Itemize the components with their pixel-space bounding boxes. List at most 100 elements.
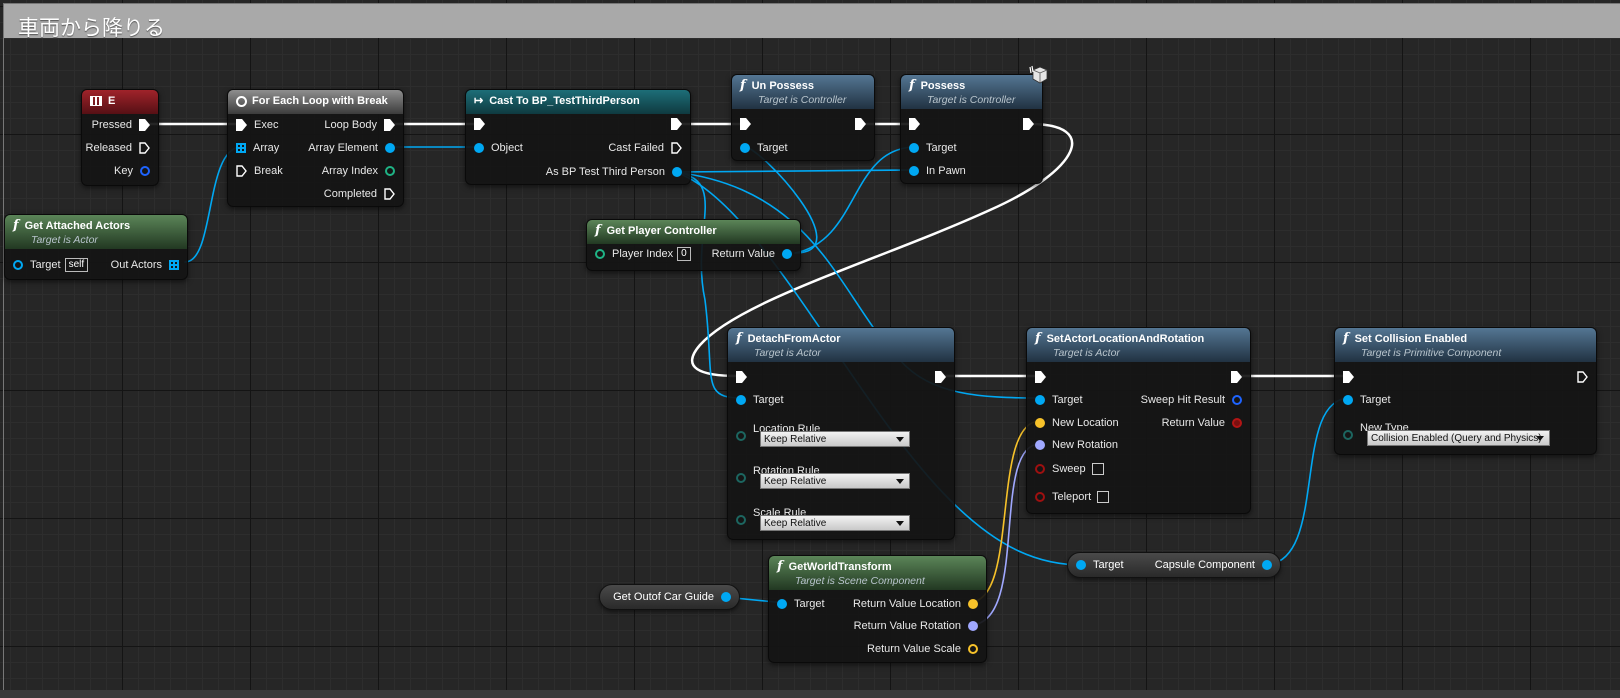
- object-pin-icon[interactable]: [909, 166, 919, 176]
- exec-pin-icon[interactable]: [236, 165, 247, 177]
- exec-pin-icon[interactable]: [671, 142, 682, 154]
- exec-pin-icon[interactable]: [736, 371, 747, 383]
- enum-pin-icon[interactable]: [736, 473, 746, 483]
- exec-pin-icon[interactable]: [909, 118, 920, 130]
- object-pin-icon[interactable]: [782, 249, 792, 259]
- exec-pin-icon[interactable]: [671, 118, 682, 130]
- object-pin-icon[interactable]: [1343, 395, 1353, 405]
- exec-pin-icon[interactable]: [236, 119, 247, 131]
- object-pin-icon[interactable]: [909, 143, 919, 153]
- pin-return-value-rotation[interactable]: Return Value Rotation: [854, 619, 978, 633]
- pin-completed[interactable]: Completed: [324, 187, 395, 201]
- player-index-value[interactable]: 0: [677, 247, 691, 261]
- exec-pin-icon[interactable]: [1231, 371, 1242, 383]
- object-pin-icon[interactable]: [474, 143, 484, 153]
- object-pin-icon[interactable]: [672, 167, 682, 177]
- pin-object[interactable]: Object: [474, 141, 523, 155]
- pin-loop-body[interactable]: Loop Body: [324, 118, 395, 132]
- exec-pin-icon[interactable]: [1577, 371, 1588, 383]
- pin-key[interactable]: Key: [114, 164, 150, 178]
- object-pin-icon[interactable]: [721, 592, 731, 602]
- target-self-value[interactable]: self: [64, 258, 89, 272]
- get-outof-car-guide-variable-node[interactable]: Get Outof Car Guide: [599, 584, 740, 610]
- enum-pin-icon[interactable]: [736, 515, 746, 525]
- object-pin-icon[interactable]: [740, 143, 750, 153]
- pin-target[interactable]: Target: [740, 141, 788, 155]
- pin-exec-in[interactable]: [740, 118, 751, 130]
- capsule-component-getter-node[interactable]: Target Capsule Component: [1067, 552, 1281, 578]
- object-pin-icon[interactable]: [736, 395, 746, 405]
- location-rule-dropdown[interactable]: Keep Relative: [760, 431, 910, 447]
- exec-pin-icon[interactable]: [384, 188, 395, 200]
- sweep-checkbox[interactable]: [1091, 463, 1104, 475]
- pin-exec-out[interactable]: [855, 118, 866, 130]
- pin-exec-out[interactable]: [1023, 118, 1034, 130]
- vector-pin-icon[interactable]: [1035, 418, 1045, 428]
- exec-pin-icon[interactable]: [139, 142, 150, 154]
- new-type-dropdown[interactable]: Collision Enabled (Query and Physics): [1367, 430, 1550, 446]
- boolean-pin-icon[interactable]: [1232, 418, 1242, 428]
- pin-exec-out[interactable]: [671, 118, 682, 130]
- exec-pin-icon[interactable]: [1023, 118, 1034, 130]
- scale-rule-dropdown[interactable]: Keep Relative: [760, 515, 910, 531]
- pin-target[interactable]: Target: [1035, 393, 1083, 407]
- object-pin-icon[interactable]: [1076, 560, 1086, 570]
- object-pin-icon[interactable]: [385, 143, 395, 153]
- pin-exec-in[interactable]: [1343, 371, 1354, 383]
- pin-break[interactable]: Break: [236, 164, 283, 178]
- struct-pin-icon[interactable]: [140, 166, 150, 176]
- pin-return-value[interactable]: Return Value: [712, 247, 792, 261]
- vector-pin-icon[interactable]: [968, 644, 978, 654]
- pin-return-value-location[interactable]: Return Value Location: [853, 597, 978, 611]
- object-pin-icon[interactable]: [1262, 560, 1272, 570]
- pin-return-value[interactable]: Return Value: [1162, 416, 1242, 430]
- for-each-loop-with-break-node[interactable]: For Each Loop with Break Exec Array Brea…: [227, 89, 404, 207]
- pin-exec-in[interactable]: [1035, 371, 1046, 383]
- pin-exec-in[interactable]: [474, 118, 485, 130]
- enum-pin-icon[interactable]: [1343, 430, 1353, 440]
- pin-out-actors[interactable]: Out Actors: [111, 258, 179, 272]
- object-pin-icon[interactable]: [1035, 395, 1045, 405]
- rotator-pin-icon[interactable]: [968, 621, 978, 631]
- exec-pin-icon[interactable]: [384, 119, 395, 131]
- pin-exec-out[interactable]: [1577, 371, 1588, 383]
- pin-new-location[interactable]: New Location: [1035, 416, 1119, 430]
- pin-array-index[interactable]: Array Index: [322, 164, 395, 178]
- teleport-checkbox[interactable]: [1097, 491, 1110, 503]
- exec-pin-icon[interactable]: [1343, 371, 1354, 383]
- object-pin-icon[interactable]: [13, 260, 23, 270]
- comment-header[interactable]: 車両から降りる: [4, 4, 1620, 40]
- boolean-pin-icon[interactable]: [1035, 464, 1045, 474]
- exec-pin-icon[interactable]: [139, 119, 150, 131]
- exec-pin-icon[interactable]: [1035, 371, 1046, 383]
- array-pin-icon[interactable]: [236, 143, 246, 153]
- boolean-pin-icon[interactable]: [1035, 492, 1045, 502]
- pin-released[interactable]: Released: [86, 141, 150, 155]
- pin-exec-out[interactable]: [935, 371, 946, 383]
- pin-as-bp-test-third-person[interactable]: As BP Test Third Person: [546, 165, 682, 179]
- vector-pin-icon[interactable]: [968, 599, 978, 609]
- pin-exec-out[interactable]: [1231, 371, 1242, 383]
- rotation-rule-dropdown[interactable]: Keep Relative: [760, 473, 910, 489]
- pin-array[interactable]: Array: [236, 141, 279, 155]
- rotator-pin-icon[interactable]: [1035, 440, 1045, 450]
- pin-exec-in[interactable]: [736, 371, 747, 383]
- pin-target[interactable]: Target: [909, 141, 957, 155]
- pin-sweep-hit-result[interactable]: Sweep Hit Result: [1141, 393, 1242, 407]
- integer-pin-icon[interactable]: [385, 166, 395, 176]
- exec-pin-icon[interactable]: [855, 118, 866, 130]
- pin-array-element[interactable]: Array Element: [308, 141, 395, 155]
- enum-pin-icon[interactable]: [736, 431, 746, 441]
- pin-pressed[interactable]: Pressed: [92, 118, 150, 132]
- pin-sweep[interactable]: Sweep: [1035, 462, 1104, 476]
- exec-pin-icon[interactable]: [740, 118, 751, 130]
- pin-cast-failed[interactable]: Cast Failed: [608, 141, 682, 155]
